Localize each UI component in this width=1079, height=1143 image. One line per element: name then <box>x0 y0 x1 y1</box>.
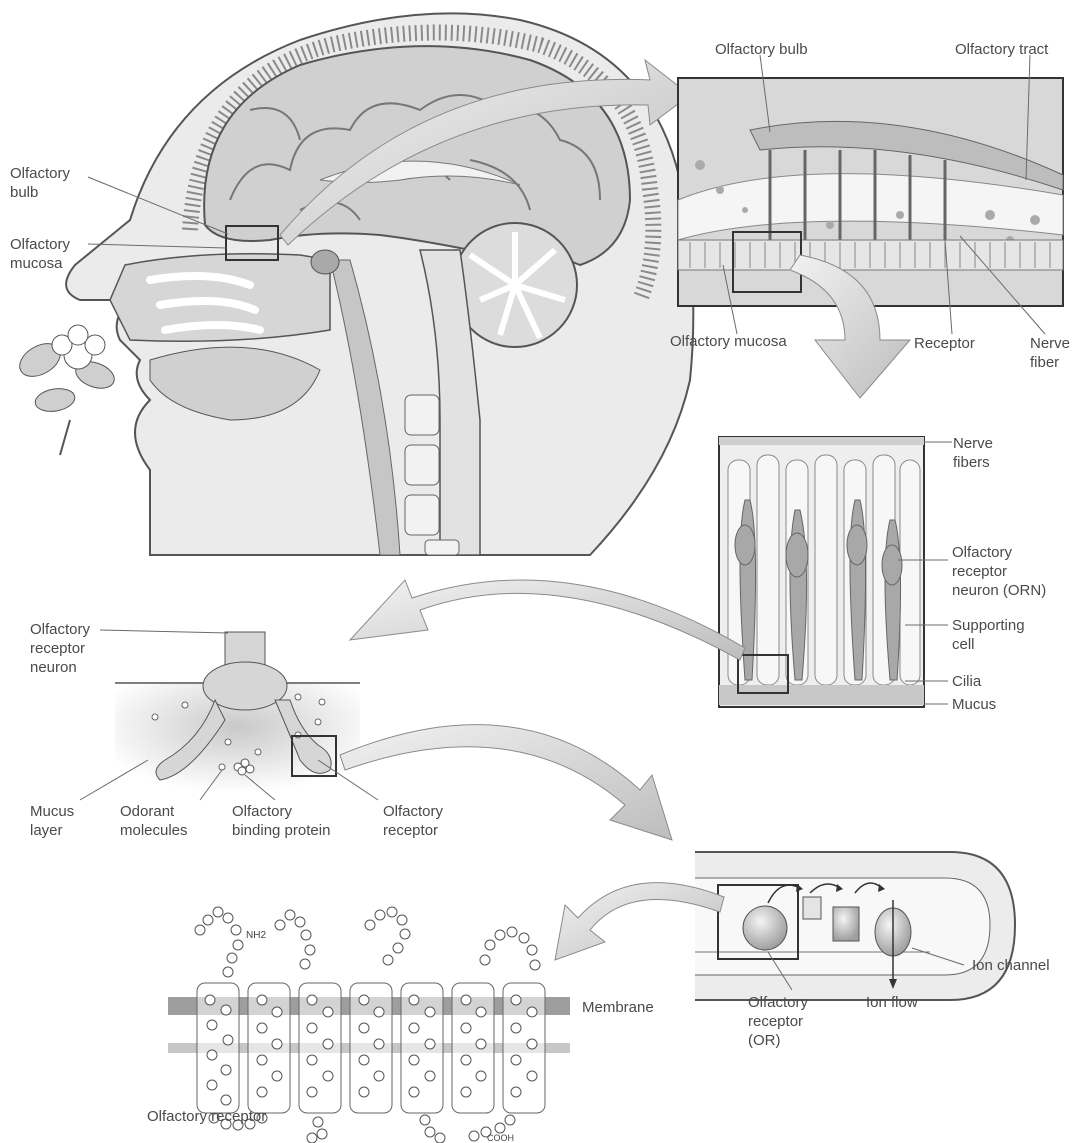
cilia-panel <box>115 632 360 793</box>
label-olfactory-tract: Olfactory tract <box>955 40 1048 59</box>
vertebra-3 <box>405 495 439 535</box>
flower-illustration <box>14 325 118 455</box>
or-protein <box>743 906 787 950</box>
vertebra-1 <box>405 395 439 435</box>
vertebra-2 <box>405 445 439 485</box>
label-ion-channel: Ion channel <box>972 956 1050 975</box>
sphenoid-sinus <box>311 250 339 274</box>
label-olfactory-bulb-head: Olfactory bulb <box>10 164 70 202</box>
helix-cylinders <box>197 983 545 1113</box>
label-receptor-neuron: Olfactory receptor neuron <box>30 620 90 677</box>
epithelium-panel <box>719 437 924 707</box>
label-olfactory-mucosa-head: Olfactory mucosa <box>10 235 70 273</box>
label-odorant-molecules: Odorant molecules <box>120 802 188 840</box>
bulb-panel <box>678 78 1063 306</box>
label-cilia: Cilia <box>952 672 981 691</box>
label-membrane: Membrane <box>582 998 654 1017</box>
label-olfactory-receptor-or: Olfactory receptor (OR) <box>748 993 808 1050</box>
label-receptor: Receptor <box>914 334 975 353</box>
g-protein <box>803 897 821 919</box>
label-supporting-cell: Supporting cell <box>952 616 1025 654</box>
label-mucus-layer: Mucus layer <box>30 802 74 840</box>
arrow-epithelium-to-cilia <box>350 580 745 660</box>
label-mucus: Mucus <box>952 695 996 714</box>
label-orn: Olfactory receptor neuron (ORN) <box>952 543 1046 600</box>
membrane-panel <box>695 852 1015 1000</box>
label-binding-protein: Olfactory binding protein <box>232 802 330 840</box>
vertebra-4 <box>425 540 459 555</box>
cooh-label: COOH <box>487 1133 514 1143</box>
label-olfactory-mucosa: Olfactory mucosa <box>670 332 787 351</box>
label-olfactory-receptor-cilia: Olfactory receptor <box>383 802 443 840</box>
label-olfactory-receptor-protein: Olfactory receptor <box>147 1107 266 1126</box>
mucus-layer <box>719 685 924 705</box>
nh2-label: NH2 <box>246 930 266 941</box>
label-ion-flow: Ion flow <box>866 993 918 1012</box>
label-nerve-fibers: Nerve fibers <box>953 434 993 472</box>
label-nerve-fiber: Nerve fiber <box>1030 334 1070 372</box>
label-olfactory-bulb: Olfactory bulb <box>715 40 808 59</box>
adenylyl-cyclase <box>833 907 859 941</box>
